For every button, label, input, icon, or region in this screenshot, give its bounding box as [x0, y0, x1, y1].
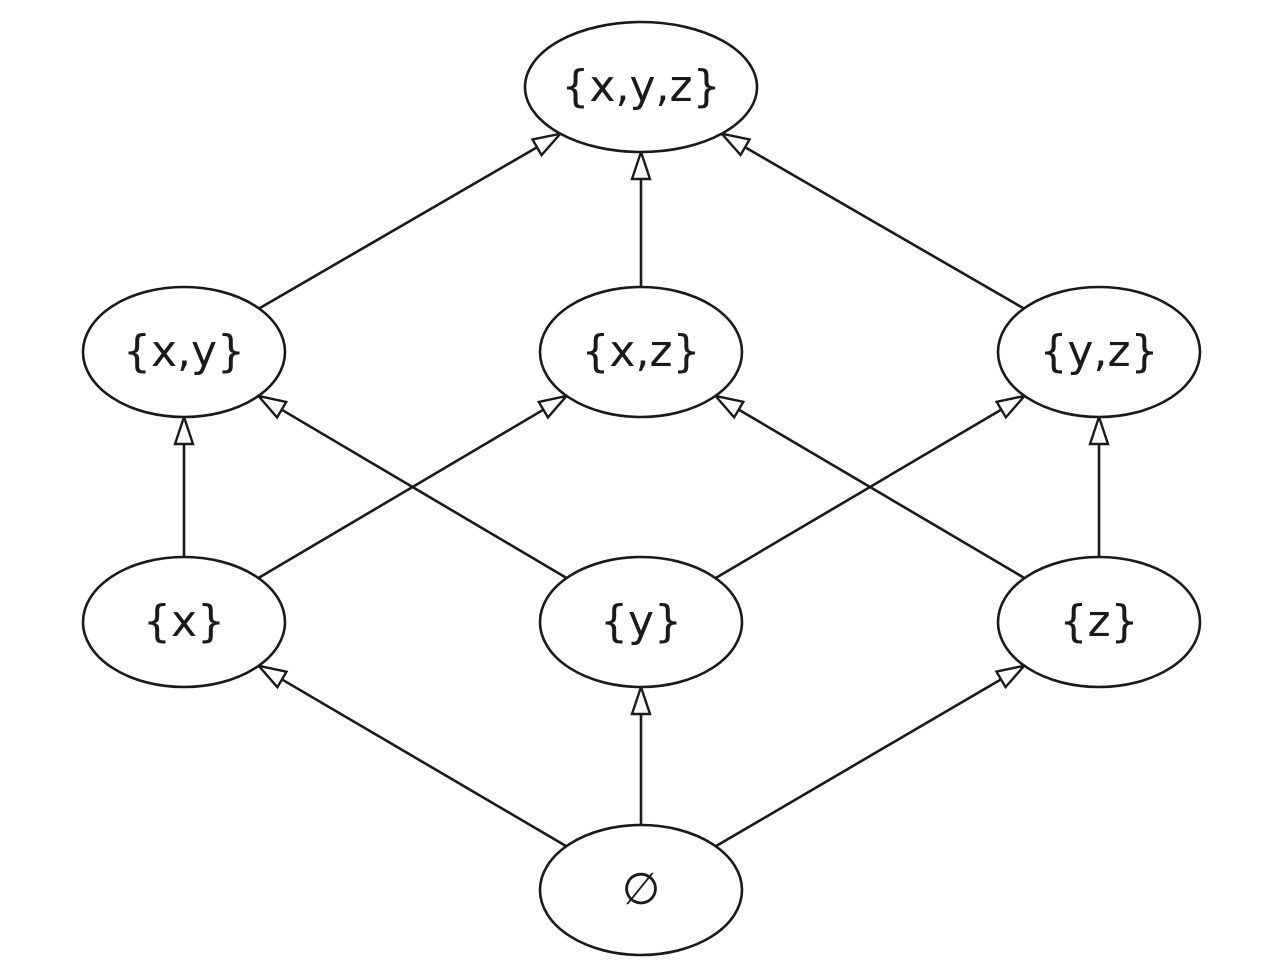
edge-y-to-xy	[255, 394, 568, 580]
node-y: {y}	[538, 555, 744, 689]
edge-line	[744, 146, 1025, 310]
edge-line	[714, 408, 1002, 580]
node-xyz-label: {x,y,z}	[561, 61, 720, 112]
node-empty-label: ∅	[622, 864, 660, 915]
node-yz-label: {y,z}	[1039, 326, 1158, 377]
arrowhead	[712, 393, 746, 420]
node-y-shape	[538, 555, 744, 689]
edge-line	[258, 146, 538, 310]
node-x-shape	[81, 555, 287, 689]
edge-z-to-xz	[712, 393, 1026, 580]
node-xyz: {x,y,z}	[523, 20, 759, 154]
nodes-layer: {x,y,z} {x,y} {x,z} {y,z} {x} {y} {z} ∅	[81, 20, 1202, 957]
arrowhead	[1088, 413, 1110, 446]
edge-z-to-yz	[1088, 413, 1110, 557]
node-z-label: {z}	[1059, 596, 1138, 647]
edge-empty-to-z	[715, 663, 1028, 848]
node-z: {z}	[996, 555, 1202, 689]
edge-empty-to-x	[255, 663, 568, 848]
node-xy-shape	[81, 285, 287, 419]
edge-line	[715, 678, 1002, 848]
edge-x-to-xz	[257, 394, 570, 580]
arrowhead	[718, 131, 752, 158]
edge-line	[738, 408, 1026, 580]
node-z-shape	[996, 555, 1202, 689]
edge-line	[257, 408, 545, 580]
arrowhead	[536, 394, 570, 420]
node-xz-label: {x,z}	[581, 326, 700, 377]
arrowhead	[994, 663, 1028, 690]
node-xz: {x,z}	[538, 285, 744, 419]
edge-yz-to-xyz	[718, 131, 1025, 310]
edge-y-to-yz	[714, 393, 1028, 580]
node-xy: {x,y}	[81, 285, 287, 419]
arrowhead	[630, 683, 652, 716]
edge-xy-to-xyz	[258, 131, 564, 310]
edge-empty-to-y	[630, 683, 652, 825]
arrowhead	[173, 413, 195, 446]
node-x: {x}	[81, 555, 287, 689]
edge-line	[281, 678, 568, 848]
node-yz-shape	[996, 285, 1202, 419]
arrowhead	[255, 394, 289, 420]
edge-xz-to-xyz	[630, 148, 652, 287]
node-xz-shape	[538, 285, 744, 419]
arrowhead	[630, 148, 652, 181]
node-y-label: {y}	[600, 596, 682, 647]
edges-layer	[173, 131, 1110, 848]
node-xy-label: {x,y}	[123, 326, 245, 377]
node-empty: ∅	[538, 823, 744, 957]
node-empty-shape	[538, 823, 744, 957]
node-xyz-shape	[523, 20, 759, 154]
arrowhead	[255, 663, 289, 690]
node-yz: {y,z}	[996, 285, 1202, 419]
edge-line	[280, 408, 568, 580]
node-x-label: {x}	[143, 596, 225, 647]
arrowhead	[994, 393, 1028, 420]
edge-x-to-xy	[173, 413, 195, 557]
arrowhead	[530, 131, 564, 158]
